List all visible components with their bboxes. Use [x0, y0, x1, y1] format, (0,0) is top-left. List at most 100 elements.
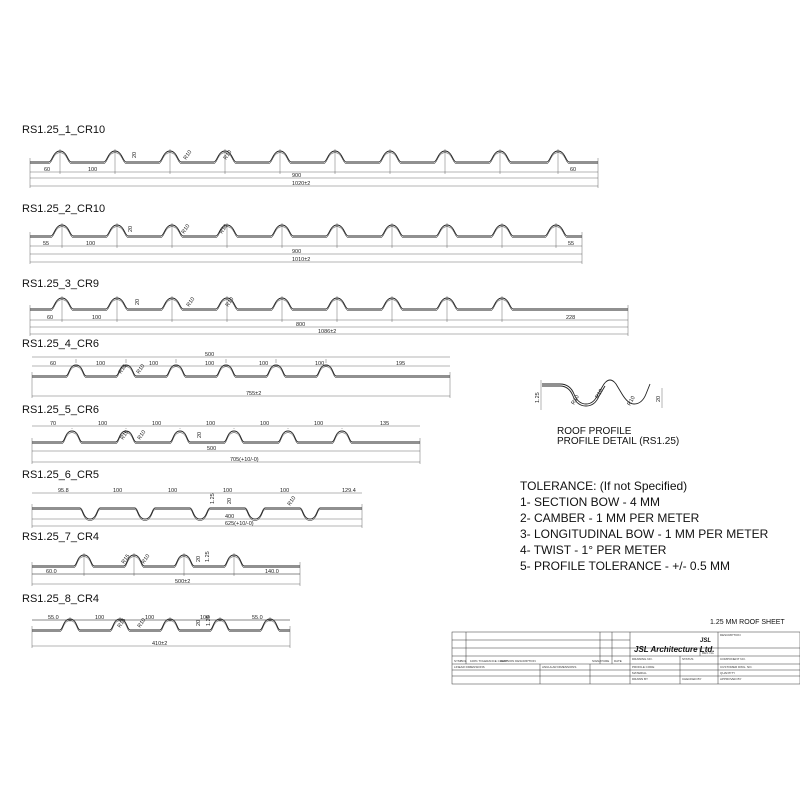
profile-section-line [30, 150, 598, 163]
detail-profile-inner [542, 385, 606, 407]
profile-section-line-inner [32, 509, 362, 521]
dimension-label: 55 [568, 241, 574, 247]
dimension-label: 100 [92, 315, 101, 321]
tolerance-item: 5- PROFILE TOLERANCE - +/- 0.5 MM [520, 559, 730, 573]
tb-label: SYMBOL [454, 659, 467, 663]
dimension-label: R10 [183, 149, 194, 161]
detail-profile-curve [542, 379, 651, 405]
dimension-label: 100 [152, 421, 161, 427]
dimension-label: 755±2 [246, 391, 261, 397]
dimension-label: R15 [121, 553, 132, 565]
title-block: 1.25 MM ROOF SHEET DESCRIPTION JSL JSL A… [451, 619, 800, 685]
tolerance-heading: TOLERANCE: (If not Specified) [520, 479, 687, 493]
dimension-label: 705(+10/-0) [230, 457, 259, 463]
dimension-label: 100 [314, 421, 323, 427]
dimension-label: 500±2 [175, 579, 190, 585]
detail-dim-thickness: 1.25 [535, 392, 541, 403]
dimension-label: 500 [205, 352, 214, 358]
dimension-label: 60 [47, 315, 53, 321]
dimension-label: 400 [225, 514, 234, 520]
tb-label: QUANTITY [720, 671, 735, 675]
profile-title: RS1.25_1_CR10 [22, 124, 105, 136]
dimension-label: 55.0 [252, 615, 263, 621]
dimension-label: 20 [132, 152, 138, 158]
tb-label: ANGULAR DIMENSIONS [542, 665, 576, 669]
dimension-label: 100 [96, 361, 105, 367]
detail-caption-line2: PROFILE DETAIL (RS1.25) [557, 436, 679, 447]
profile-section-line [32, 364, 450, 377]
tb-label: MATERIAL [632, 671, 647, 675]
dimension-label: 140.0 [265, 569, 279, 575]
dimension-label: 100 [168, 488, 177, 494]
dimension-label: 1.25 [205, 551, 211, 562]
profile-section-line-inner [32, 432, 420, 444]
company-name: JSL Architecture Ltd. [634, 645, 714, 654]
dimension-label: 70 [50, 421, 56, 427]
tb-label: COMPONENT NO. [720, 657, 746, 661]
dimension-label: 100 [260, 421, 269, 427]
tb-label: CHECKED BY [682, 677, 702, 681]
tb-label: REV. No. [702, 651, 714, 655]
dimension-label: 20 [128, 226, 134, 232]
dimension-label: 100 [88, 167, 97, 173]
dimension-label: 900 [292, 249, 301, 255]
dimension-label: 410±2 [152, 641, 167, 647]
dimension-label: R10 [287, 495, 298, 507]
company-logo: JSL [700, 638, 711, 644]
dimension-label: 20 [197, 432, 203, 438]
tb-label: DATE [614, 659, 622, 663]
dimension-label: 60 [44, 167, 50, 173]
tb-label: 100% TOLERANCE CHART [470, 659, 508, 663]
drawing-title: 1.25 MM ROOF SHEET [710, 619, 785, 626]
dimension-label: R10 [186, 296, 197, 308]
dimension-label: 20 [227, 498, 233, 504]
dimension-label: R10 [181, 223, 192, 235]
tb-label: SIGNATURE [592, 659, 609, 663]
profile-title: RS1.25_8_CR4 [22, 593, 99, 605]
dimension-label: 100 [205, 361, 214, 367]
dimension-label: R10 [137, 429, 148, 441]
dimension-label: 20 [196, 620, 202, 626]
tolerance-item: 3- LONGITUDINAL BOW - 1 MM PER METER [520, 527, 769, 541]
dimension-label: 60 [50, 361, 56, 367]
dimension-label: R15 [118, 363, 129, 375]
profile-title: RS1.25_7_CR4 [22, 531, 99, 543]
tolerance-notes: TOLERANCE: (If not Specified) 1- SECTION… [520, 479, 769, 573]
dimension-label: 100 [98, 421, 107, 427]
tolerance-item: 2- CAMBER - 1 MM PER METER [520, 511, 700, 525]
profile-title: RS1.25_2_CR10 [22, 203, 105, 215]
dimension-label: R10 [223, 149, 234, 161]
dimension-label: 100 [206, 421, 215, 427]
tb-label: DRAWN BY [632, 677, 648, 681]
profile-title: RS1.25_4_CR6 [22, 338, 99, 350]
dimension-label: 100 [113, 488, 122, 494]
dimension-label: 100 [95, 615, 104, 621]
tb-label: APPROVED BY [720, 677, 742, 681]
dimension-label: R15 [120, 429, 131, 441]
dimension-label: 228 [566, 315, 575, 321]
profile-section-line-inner [30, 152, 598, 164]
dimension-label: 1086±2 [318, 329, 336, 335]
dimension-label: 55.0 [48, 615, 59, 621]
dimension-label: 1010±2 [292, 257, 310, 263]
tolerance-item: 1- SECTION BOW - 4 MM [520, 495, 660, 509]
tb-label: STATUS [682, 657, 693, 661]
dimension-label: 195 [396, 361, 405, 367]
profile-title: RS1.25_5_CR6 [22, 404, 99, 416]
profile-title: RS1.25_3_CR9 [22, 278, 99, 290]
dimension-label: 100 [86, 241, 95, 247]
tb-label: DRAWING NO. [632, 657, 653, 661]
dimension-label: 135 [380, 421, 389, 427]
dimension-label: 100 [259, 361, 268, 367]
dimension-label: 900 [292, 173, 301, 179]
profile-section-line-inner [32, 366, 450, 378]
profile-section-line [32, 430, 420, 443]
dimension-label: 100 [223, 488, 232, 494]
dimension-label: R15 [117, 617, 128, 629]
dimension-label: R10 [225, 296, 236, 308]
tb-label: LINEAR DIMENSIONS [454, 665, 485, 669]
dimension-label: R10 [137, 617, 148, 629]
dimension-label: 1.25 [206, 615, 212, 626]
